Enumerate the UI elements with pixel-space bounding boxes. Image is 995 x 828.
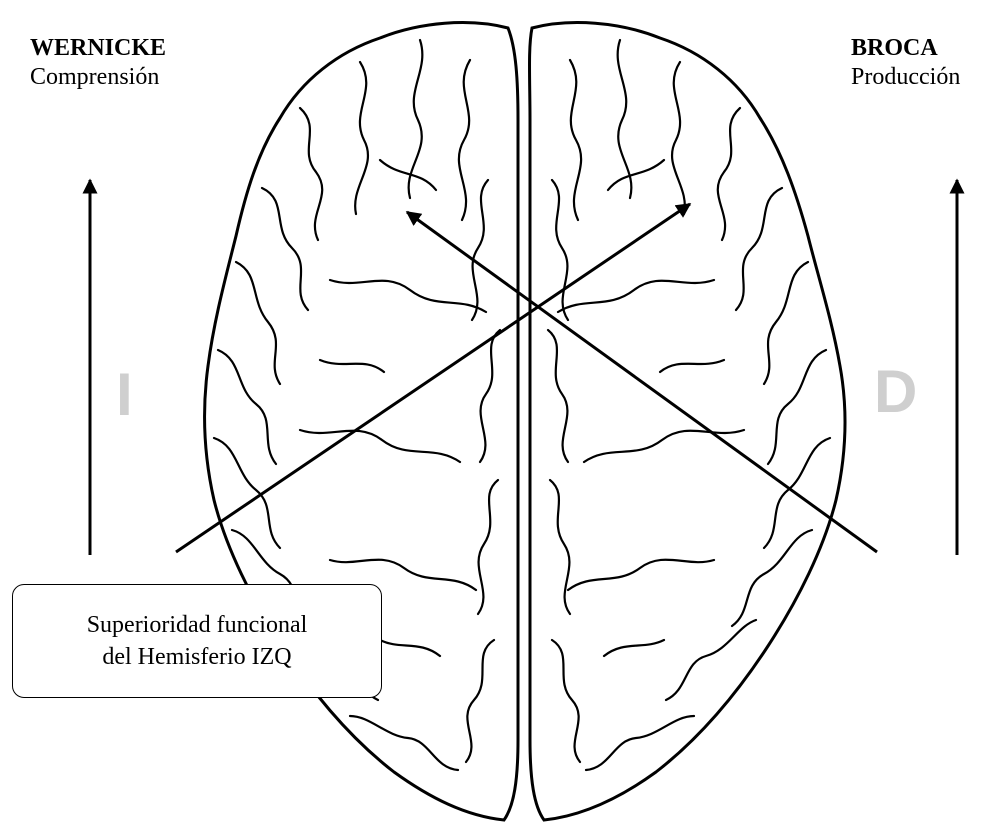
cross-arrow-to-left — [405, 210, 878, 554]
broca-title: BROCA — [851, 35, 938, 61]
wernicke-title: WERNICKE — [30, 35, 167, 61]
left-hemisphere-letter: I — [116, 361, 133, 428]
wernicke-subtitle: Comprensión — [30, 64, 160, 90]
wernicke-label: WERNICKE Comprensión — [30, 34, 166, 92]
callout-box: Superioridad funcional del Hemisferio IZ… — [12, 584, 382, 698]
right-hemisphere-letter: D — [874, 358, 918, 425]
left-hemisphere-outline — [203, 21, 520, 822]
brain-folds — [212, 38, 832, 772]
broca-label: BROCA Producción — [851, 34, 960, 92]
cross-arrow-to-right — [175, 202, 692, 554]
broca-subtitle: Producción — [851, 64, 961, 90]
callout-line-2: del Hemisferio IZQ — [102, 644, 292, 670]
callout-line-1: Superioridad funcional — [86, 612, 308, 638]
right-hemisphere-outline — [528, 21, 847, 822]
